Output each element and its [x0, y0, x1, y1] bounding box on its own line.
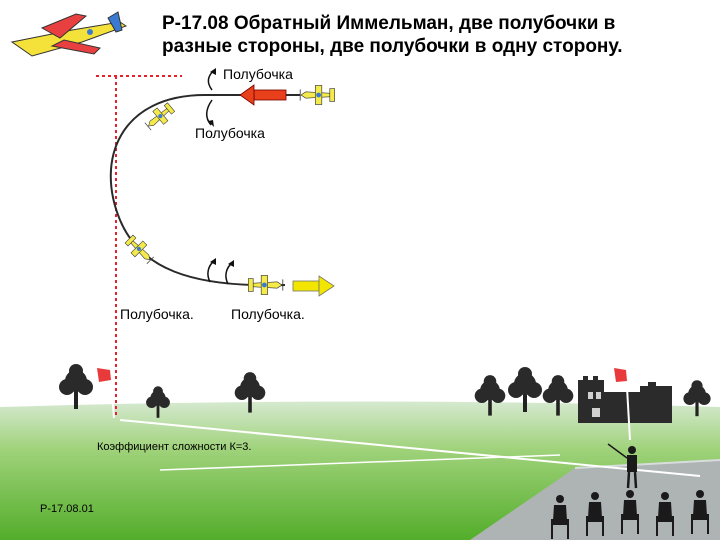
- airplane-icon: [122, 232, 157, 267]
- roll-arrow: [205, 99, 213, 126]
- roll-arrow: [225, 262, 233, 285]
- figure-code: Р-17.08.01: [40, 503, 94, 515]
- axis-line-2: [159, 454, 561, 471]
- flag-icon: [614, 368, 631, 441]
- flag-icon: [97, 368, 115, 419]
- airplane-icon: [299, 85, 336, 105]
- axis-line: [119, 419, 701, 477]
- figure-title: Р-17.08 Обратный Иммельман, две полубочк…: [162, 12, 623, 58]
- pilot-icon: [607, 443, 638, 489]
- castle-icon: [578, 376, 672, 423]
- tree-icon: [59, 364, 93, 409]
- roll-arrow-head: [208, 120, 214, 127]
- roll-label-bottom-left: Полубочка.: [120, 306, 194, 322]
- roll-arrow: [207, 260, 215, 283]
- roll-label-upper: Полубочка: [195, 125, 265, 141]
- airplane-icon: [142, 100, 177, 134]
- roll-label-bottom-right: Полубочка.: [231, 306, 305, 322]
- roll-arrow-head: [210, 258, 216, 265]
- airplane-icon: [247, 274, 284, 296]
- title-line-2: разные стороны, две полубочки в одну сто…: [162, 36, 623, 57]
- exit-arrow: [292, 275, 335, 297]
- roll-arrow-head: [210, 68, 216, 75]
- entry-arrow: [239, 84, 287, 106]
- airplane-icon: [10, 11, 128, 57]
- roll-arrow-head: [228, 260, 234, 267]
- roll-label-top: Полубочка: [223, 66, 293, 82]
- maneuver-path: [109, 94, 300, 287]
- title-line-1: Р-17.08 Обратный Иммельман, две полубочк…: [162, 13, 616, 34]
- difficulty-coefficient: Коэффициент сложности К=3.: [97, 441, 252, 453]
